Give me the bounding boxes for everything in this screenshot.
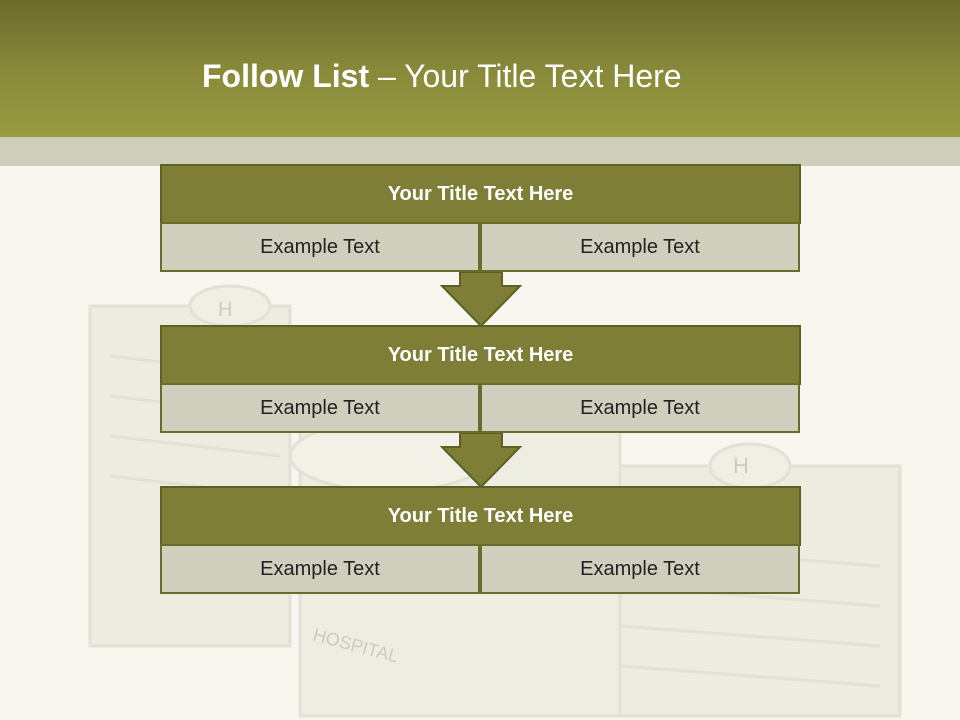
header-sub-band xyxy=(0,137,960,166)
arrow-down-icon xyxy=(440,433,522,489)
title-bold: Follow List xyxy=(202,58,370,94)
helipad-letter: H xyxy=(218,299,232,321)
follow-block-3: Your Title Text Here Example Text Exampl… xyxy=(160,486,801,594)
block-cell-left: Example Text xyxy=(160,222,480,272)
block-cell-left: Example Text xyxy=(160,544,480,594)
block-cell-right: Example Text xyxy=(480,222,800,272)
title-rest: – Your Title Text Here xyxy=(369,58,682,94)
header-band xyxy=(0,0,960,137)
block-title: Your Title Text Here xyxy=(160,486,801,546)
arrow-down-icon xyxy=(440,272,522,328)
block-cell-left: Example Text xyxy=(160,383,480,433)
block-title: Your Title Text Here xyxy=(160,164,801,224)
block-title: Your Title Text Here xyxy=(160,325,801,385)
page-title: Follow List – Your Title Text Here xyxy=(202,56,682,96)
block-cell-right: Example Text xyxy=(480,383,800,433)
helipad-letter: H xyxy=(733,453,749,478)
follow-block-2: Your Title Text Here Example Text Exampl… xyxy=(160,325,801,433)
block-cell-right: Example Text xyxy=(480,544,800,594)
follow-block-1: Your Title Text Here Example Text Exampl… xyxy=(160,164,801,272)
